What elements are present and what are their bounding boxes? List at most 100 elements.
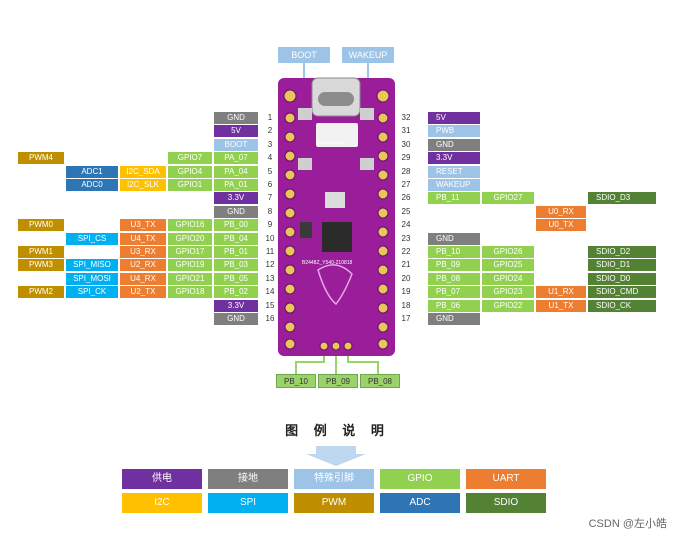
right-pin-number: 18	[401, 300, 411, 310]
legend-item: 特殊引脚	[294, 469, 374, 489]
left-pin-number: 11	[265, 247, 275, 256]
left-pin-label: SPI_MISO	[66, 259, 118, 272]
left-pin-label: U2_TX	[120, 286, 166, 299]
left-pin-number: 13	[265, 273, 275, 283]
right-pin-label: PB_07	[428, 286, 480, 299]
chip-text-2: BE8524	[316, 140, 331, 145]
legend-title: 图 例 说 明	[285, 423, 390, 438]
right-pin-number: 26	[401, 193, 411, 203]
wakeup-button-label: WAKEUP	[342, 47, 394, 63]
left-pin-label: 3.3V	[214, 192, 258, 205]
left-pin-label: I2C_SLK	[120, 179, 166, 191]
left-pin-label: BOOT	[214, 138, 258, 151]
right-pin-label: RESET	[428, 165, 480, 178]
right-pin-label: GPIO27	[482, 192, 534, 205]
right-pin-number: 21	[401, 260, 411, 270]
right-pin-label: GND	[428, 232, 480, 245]
right-pin-number: 29	[401, 153, 411, 163]
right-pin-number: 25	[401, 206, 411, 216]
left-pin-label: PB_02	[214, 286, 258, 299]
right-pin-label: PB_08	[428, 272, 480, 285]
left-pin-number: 4	[267, 153, 273, 163]
left-pin-number: 8	[267, 206, 273, 216]
bottom-pin-pb10: PB_10	[276, 374, 316, 388]
left-pin-number: 12	[265, 260, 275, 270]
board-silkscreen: B2448Z_Y540-210818	[302, 260, 353, 266]
left-pin-number: 15	[265, 300, 275, 310]
right-pin-label: GPIO23	[482, 286, 534, 299]
right-pin-label: GPIO24	[482, 272, 534, 285]
right-pin-number: 19	[401, 287, 411, 297]
right-pin-label: WAKEUP	[428, 179, 480, 191]
left-pin-number: 7	[267, 193, 273, 203]
left-pin-label: U2_RX	[120, 259, 166, 272]
right-pin-label: SDIO_D3	[588, 192, 656, 205]
boot-button-label: BOOT	[278, 47, 330, 63]
right-pin-label: PB_06	[428, 299, 480, 312]
left-pin-label: GPIO18	[168, 286, 212, 299]
left-pin-label: PB_00	[214, 219, 258, 232]
left-pin-label: PWM3	[18, 259, 64, 272]
left-pin-label: GPIO19	[168, 259, 212, 272]
chip-text-1: BE8524	[331, 140, 346, 145]
right-pin-label: U1_RX	[536, 286, 586, 299]
left-pin-label: PWM1	[18, 246, 64, 258]
left-pin-label: 3.3V	[214, 299, 258, 312]
legend-item: GPIO	[380, 469, 460, 489]
right-pin-label: PB_11	[428, 192, 480, 205]
legend-item: I2C	[122, 493, 202, 513]
right-pin-label: SDIO_D0	[588, 272, 656, 285]
left-pin-label: PWM4	[18, 152, 64, 165]
left-pin-label: 5V	[214, 125, 258, 138]
left-pin-number: 1	[267, 113, 273, 122]
legend-item: 接地	[208, 469, 288, 489]
left-pin-label: SPI_MOSI	[66, 272, 118, 285]
left-pin-label: GND	[214, 112, 258, 124]
left-pin-number: 10	[265, 233, 275, 243]
left-pin-number: 14	[265, 287, 275, 297]
left-pin-label: SPI_CK	[66, 286, 118, 299]
left-pin-label: U3_TX	[120, 219, 166, 232]
left-pin-label: PB_04	[214, 232, 258, 245]
right-pin-number: 30	[401, 139, 411, 149]
bottom-pin-pb09: PB_09	[318, 374, 358, 388]
right-pin-label: U0_RX	[536, 205, 586, 218]
left-pin-label: ADC0	[66, 179, 118, 191]
left-pin-number: 6	[267, 180, 273, 189]
right-pin-number: 24	[401, 220, 411, 230]
legend-item: 供电	[122, 469, 202, 489]
left-pin-label: GPIO1	[168, 179, 212, 191]
right-pin-number: 28	[401, 166, 411, 176]
legend-item: PWM	[294, 493, 374, 513]
left-pin-label: GPIO17	[168, 246, 212, 258]
right-pin-number: 27	[401, 180, 411, 189]
right-pin-label: SDIO_CMD	[588, 286, 656, 299]
left-pin-number: 3	[267, 139, 273, 149]
left-pin-number: 2	[267, 126, 273, 136]
right-pin-number: 23	[401, 233, 411, 243]
left-pin-label: GPIO7	[168, 152, 212, 165]
left-pin-label: GND	[214, 205, 258, 218]
left-pin-label: U4_TX	[120, 232, 166, 245]
right-pin-number: 17	[401, 314, 411, 323]
left-pin-label: PA_04	[214, 165, 258, 178]
left-pin-label: PB_03	[214, 259, 258, 272]
right-pin-label: 5V	[428, 112, 480, 124]
right-pin-number: 22	[401, 247, 411, 256]
right-pin-label: GND	[428, 138, 480, 151]
right-pin-label: PWB	[428, 125, 480, 138]
right-pin-label: SDIO_CK	[588, 299, 656, 312]
left-pin-number: 5	[267, 166, 273, 176]
right-pin-label: GPIO26	[482, 246, 534, 258]
right-pin-number: 32	[401, 113, 411, 122]
right-pin-label: GND	[428, 313, 480, 325]
right-pin-label: GPIO22	[482, 299, 534, 312]
legend-item: ADC	[380, 493, 460, 513]
left-pin-label: PWM0	[18, 219, 64, 232]
left-pin-number: 16	[265, 314, 275, 323]
left-pin-label: GPIO4	[168, 165, 212, 178]
right-pin-label: 3.3V	[428, 152, 480, 165]
left-pin-number: 9	[267, 220, 273, 230]
right-pin-label: SDIO_D1	[588, 259, 656, 272]
